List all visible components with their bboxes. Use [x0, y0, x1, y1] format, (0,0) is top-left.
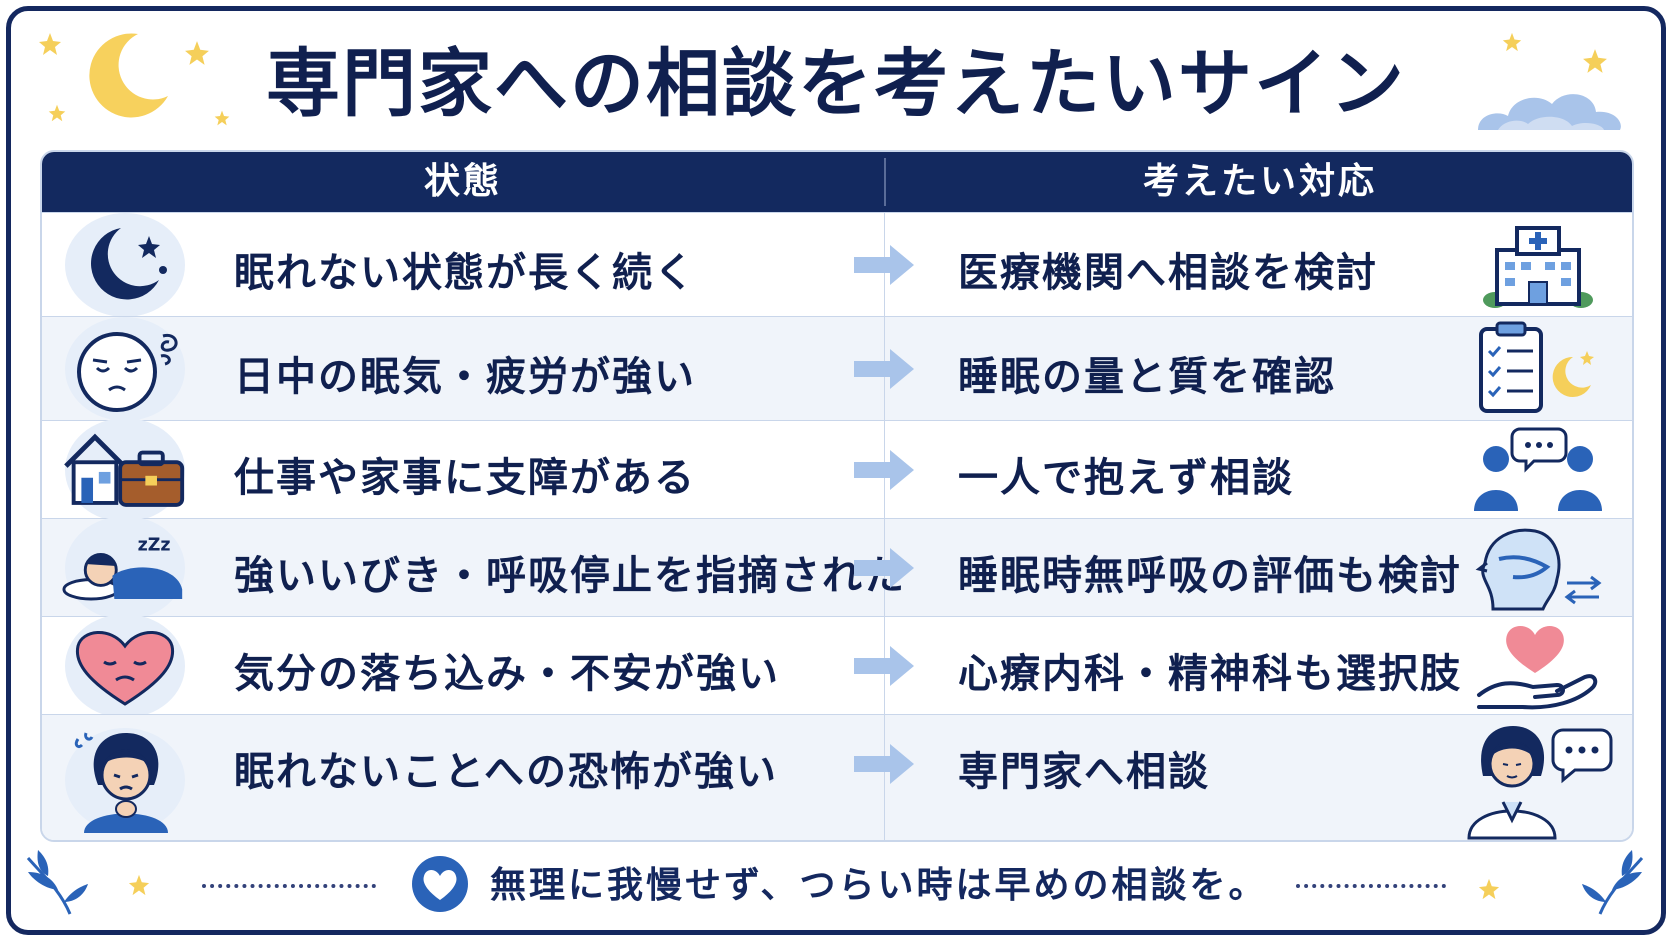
header-divider	[884, 158, 886, 206]
arrow-right-icon	[854, 450, 914, 490]
arrow-right-icon	[854, 744, 914, 784]
dotted-line-right	[1296, 884, 1446, 888]
table-row: 気分の落ち込み・不安が強い 心療内科・精神科も選択肢	[42, 613, 1632, 718]
table-row: 日中の眠気・疲労が強い 睡眠の量と質を確認	[42, 316, 1632, 421]
table-row: 眠れない状態が長く続く 医療機関へ相談を検討	[42, 212, 1632, 317]
tired-face-icon	[77, 331, 178, 412]
table-row: 仕事や家事に支障がある 一人で抱えず相談	[42, 417, 1632, 522]
house-briefcase-icon	[64, 433, 185, 507]
sad-heart-icon	[75, 630, 175, 706]
footer-message: 無理に我慢せず、つらい時は早めの相談を。	[490, 865, 1268, 906]
action-text: 専門家へ相談	[958, 749, 1210, 795]
arrow-right-icon	[854, 245, 914, 285]
state-text: 眠れない状態が長く続く	[234, 250, 696, 296]
action-text: 睡眠時無呼吸の評価も検討	[958, 553, 1462, 599]
moon-stars-icon	[91, 227, 167, 299]
doctor-speech-icon	[1467, 725, 1613, 839]
dotted-line-left	[202, 884, 376, 888]
snoring-person-icon: zZz	[62, 535, 183, 600]
arrow-right-icon	[854, 548, 914, 588]
header-action: 考えたい対応	[1142, 161, 1377, 202]
star-icon	[128, 874, 150, 896]
star-icon	[1502, 32, 1522, 52]
conversation-icon	[1474, 427, 1602, 511]
action-text: 一人で抱えず相談	[958, 455, 1294, 501]
state-text: 強いいびき・呼吸停止を指摘された	[234, 553, 906, 599]
cloud-icon	[1478, 94, 1621, 130]
svg-text:zZz: zZz	[138, 535, 171, 555]
table-row: 眠れないことへの恐怖が強い 専門家へ相談	[42, 714, 1632, 840]
table-row: zZz 強いいびき・呼吸停止を指摘された 睡眠時無呼吸の評価も検討	[42, 515, 1632, 620]
checklist-moon-icon	[1479, 321, 1594, 413]
star-icon	[39, 33, 61, 55]
page-title: 専門家への相談を考えたいサイン	[266, 41, 1406, 127]
airway-icon	[1475, 528, 1602, 610]
star-icon	[214, 110, 230, 126]
state-text: 眠れないことへの恐怖が強い	[234, 749, 778, 795]
star-icon	[185, 41, 209, 65]
star-icon	[1583, 49, 1607, 73]
state-text: 仕事や家事に支障がある	[234, 455, 696, 501]
footer: 無理に我慢せず、つらい時は早めの相談を。	[0, 850, 1672, 920]
arrow-right-icon	[854, 646, 914, 686]
action-text: 心療内科・精神科も選択肢	[958, 651, 1462, 697]
signs-table: 状態 考えたい対応 眠れない状態が長く続く 医療機関へ相談を検討	[40, 150, 1634, 842]
star-icon	[48, 104, 66, 122]
leaf-branch-icon	[1582, 850, 1644, 915]
hospital-icon	[1483, 225, 1593, 308]
state-text: 気分の落ち込み・不安が強い	[234, 651, 780, 697]
table-header: 状態 考えたい対応	[42, 152, 1632, 212]
worried-person-icon	[74, 732, 168, 833]
arrow-right-icon	[854, 349, 914, 389]
action-text: 睡眠の量と質を確認	[958, 354, 1336, 400]
star-icon	[1478, 878, 1500, 900]
heart-badge-icon	[412, 856, 468, 912]
heart-hand-icon	[1477, 625, 1598, 709]
state-text: 日中の眠気・疲労が強い	[234, 354, 696, 400]
action-text: 医療機関へ相談を検討	[958, 250, 1378, 296]
leaf-branch-icon	[26, 850, 88, 915]
header-state: 状態	[423, 161, 502, 202]
crescent-moon-icon	[89, 33, 168, 118]
